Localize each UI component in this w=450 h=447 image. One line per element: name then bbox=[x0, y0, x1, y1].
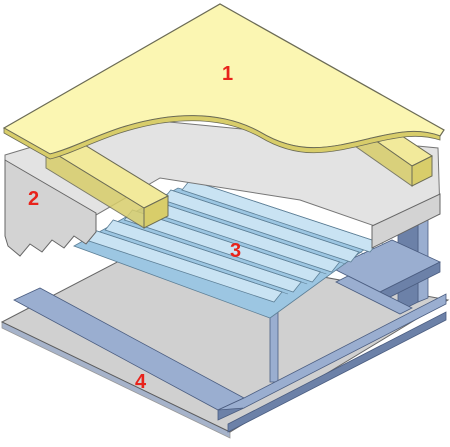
right-rail-bottom bbox=[227, 311, 447, 433]
front-rail bbox=[13, 287, 447, 433]
label-4: 4 bbox=[135, 371, 147, 393]
label-2: 2 bbox=[28, 188, 39, 210]
concrete-slab-front-edge bbox=[4, 159, 97, 257]
ceiling-panel-edge bbox=[1, 321, 231, 439]
right-rail-top bbox=[217, 293, 447, 411]
label-3: 3 bbox=[230, 240, 241, 262]
wood-beam-left-front bbox=[45, 147, 145, 229]
steel-deck-rib-top bbox=[113, 219, 308, 285]
steel-frame bbox=[269, 207, 441, 383]
steel-deck-rib-top bbox=[170, 189, 365, 255]
label-1: 1 bbox=[222, 63, 233, 85]
steel-deck-rib-top bbox=[93, 229, 289, 295]
concrete-slab-right-edge bbox=[371, 193, 441, 249]
callout-labels: 1 2 3 4 bbox=[28, 63, 241, 393]
steel-brace bbox=[335, 275, 413, 315]
top-panel-layer bbox=[2, 3, 445, 160]
top-panel-edge bbox=[3, 115, 441, 160]
ceiling-layer bbox=[0, 244, 450, 439]
